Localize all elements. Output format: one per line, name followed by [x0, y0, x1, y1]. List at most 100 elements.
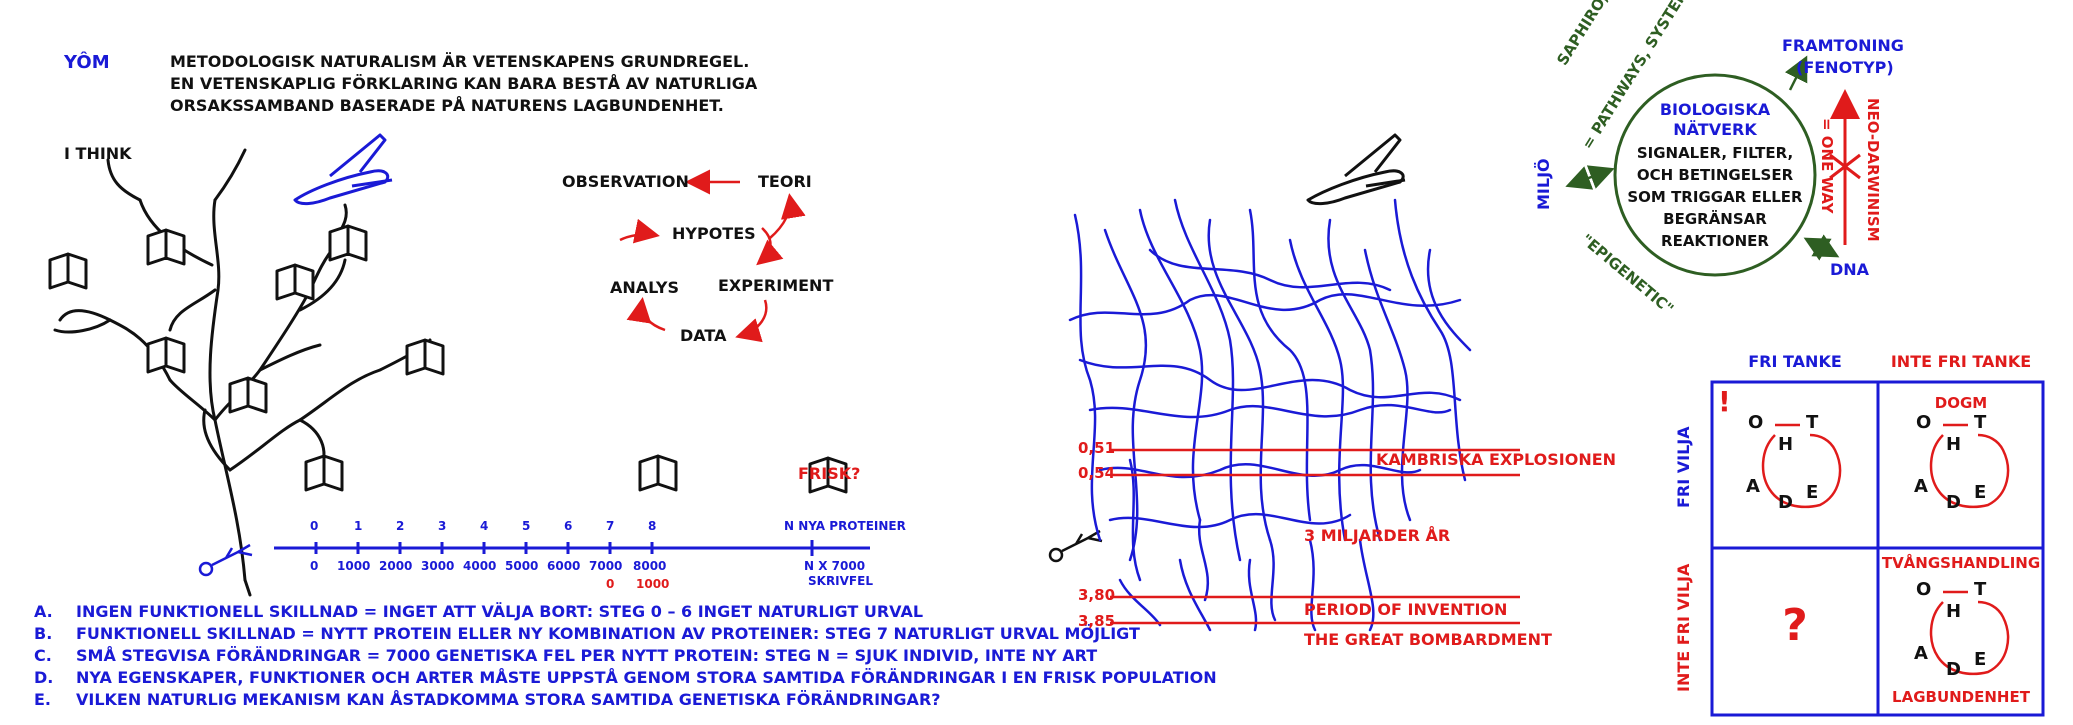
col-inte-fri-tanke: Inte Fri tanke [1890, 352, 2032, 371]
statement-a-letter: A. [34, 602, 53, 621]
row-fri-vilja: Fri vilja [1674, 426, 1693, 508]
tvangshandling-label: Tvångshandling [1881, 554, 2041, 572]
shuttle-icon-black [1306, 133, 1406, 206]
count-1: 1000 [337, 559, 371, 573]
row-inte-fri-vilja: Inte Fri vilja [1674, 563, 1693, 692]
bombardment-label: The great bombardment [1304, 630, 1552, 649]
cycle-hypotes: Hypotes [672, 224, 756, 243]
hand-icon-blue [198, 543, 253, 577]
count-3: 3000 [421, 559, 455, 573]
n-count-label: N x 7000 [804, 559, 866, 573]
ethics-loops [1761, 423, 2010, 676]
cycle-data: Data [680, 326, 727, 345]
cell1-letter-e: E [1806, 482, 1819, 503]
col-fri-tanke: Fri tanke [1748, 352, 1842, 371]
red-count-1: 1000 [636, 577, 670, 591]
step-2: 2 [396, 519, 405, 533]
fenotyp-label: (fenotyp) [1796, 58, 1894, 77]
value-380: 3,80 [1078, 586, 1116, 604]
count-7: 7000 [589, 559, 623, 573]
dna-label: DNA [1830, 260, 1870, 279]
dogm-label: Dogm [1934, 394, 1988, 412]
cell2-letter-h: H [1946, 434, 1962, 455]
cell2-letter-e: E [1974, 482, 1987, 503]
statement-b-letter: B. [34, 624, 53, 643]
cell1-letter-d: D [1778, 492, 1793, 513]
value-054: 0,54 [1078, 464, 1116, 482]
cell2-letter-t: T [1974, 412, 1987, 433]
statement-e: Vilken naturlig mekanism kan åstadkomma … [76, 690, 941, 709]
network-arrows [1565, 55, 1840, 261]
step-7: 7 [606, 519, 615, 533]
n-proteins-label: N nya proteiner [784, 519, 906, 533]
step-0: 0 [310, 519, 319, 533]
statement-c: Små stegvisa förändringar = 7000 genetis… [76, 646, 1098, 665]
cycle-teori: Teori [758, 172, 812, 191]
cell1-letter-o: O [1748, 412, 1764, 433]
hand-icon-black [1048, 529, 1103, 563]
tree [53, 148, 432, 597]
one-way-label: = One way [1818, 118, 1836, 214]
cell2-letter-o: O [1916, 412, 1932, 433]
one-way-arrow [1829, 89, 1861, 245]
circle-body-3: som triggar eller [1627, 188, 1803, 206]
step-1: 1 [354, 519, 363, 533]
author-tag: Yôm [64, 52, 110, 73]
circle-body-4: begränsar [1663, 210, 1767, 228]
step-4: 4 [480, 519, 489, 533]
cell4-letter-d: D [1946, 659, 1961, 680]
n-count-sub-label: skrivfel [808, 574, 873, 588]
cell4-letter-t: T [1974, 579, 1987, 600]
value-051: 0,51 [1078, 439, 1116, 457]
question-mark: ? [1782, 600, 1808, 651]
statement-e-letter: E. [34, 690, 52, 709]
timeline-axis [274, 540, 870, 556]
step-8: 8 [648, 519, 657, 533]
miljo-label: Miljö [1534, 158, 1553, 210]
cycle-experiment: Experiment [718, 276, 834, 295]
cell2-letter-a: A [1914, 476, 1928, 497]
step-6: 6 [564, 519, 573, 533]
count-4: 4000 [463, 559, 497, 573]
red-count-0: 0 [606, 577, 615, 591]
neo-darwinism-label: Neo-darwinism [1864, 98, 1882, 242]
kambriska-label: Kambriska explosionen [1376, 450, 1617, 469]
statement-b: Funktionell skillnad = nytt protein elle… [76, 624, 1140, 643]
step-3: 3 [438, 519, 447, 533]
cell4-letter-e: E [1974, 649, 1987, 670]
cycle-observation: Observation [562, 172, 689, 191]
cell1-letter-h: H [1778, 434, 1794, 455]
cell1-letter-t: T [1806, 412, 1819, 433]
geologic-lines [1110, 448, 1520, 625]
count-8: 8000 [633, 559, 667, 573]
circle-body-5: reaktioner [1661, 232, 1769, 250]
shuttle-icon-blue [293, 133, 393, 206]
matrix-grid [1710, 380, 2045, 717]
header-line-1: Metodologisk naturalism är vetenskapens … [170, 52, 750, 71]
header-line-3: orsakssamband baserade på naturens lagbu… [170, 96, 724, 115]
invention-label: Period of invention [1304, 600, 1508, 619]
statement-a: Ingen funktionell skillnad = inget att v… [76, 602, 924, 621]
statement-c-letter: C. [34, 646, 52, 665]
circle-body-2: och betingelser [1636, 166, 1794, 184]
cell1-letter-a: A [1746, 476, 1760, 497]
cell4-letter-o: O [1916, 579, 1932, 600]
cell2-letter-d: D [1946, 492, 1961, 513]
cycle-arrows [619, 169, 806, 343]
count-6: 6000 [547, 559, 581, 573]
three-billion-label: 3 miljarder år [1304, 526, 1451, 545]
i-think-label: I think [64, 144, 132, 163]
step-5: 5 [522, 519, 531, 533]
framtoning-label: Framtoning [1782, 36, 1904, 55]
count-2: 2000 [379, 559, 413, 573]
statement-d: Nya egenskaper, funktioner och arter mås… [76, 668, 1217, 687]
value-385: 3,85 [1078, 612, 1116, 630]
cell4-letter-h: H [1946, 601, 1962, 622]
circle-title-2: nätverk [1673, 120, 1757, 139]
count-5: 5000 [505, 559, 539, 573]
frisk-label: Frisk? [798, 464, 861, 483]
circle-title-1: Biologiska [1659, 100, 1771, 119]
network-circle [1613, 73, 1817, 277]
book-icons [48, 224, 848, 494]
